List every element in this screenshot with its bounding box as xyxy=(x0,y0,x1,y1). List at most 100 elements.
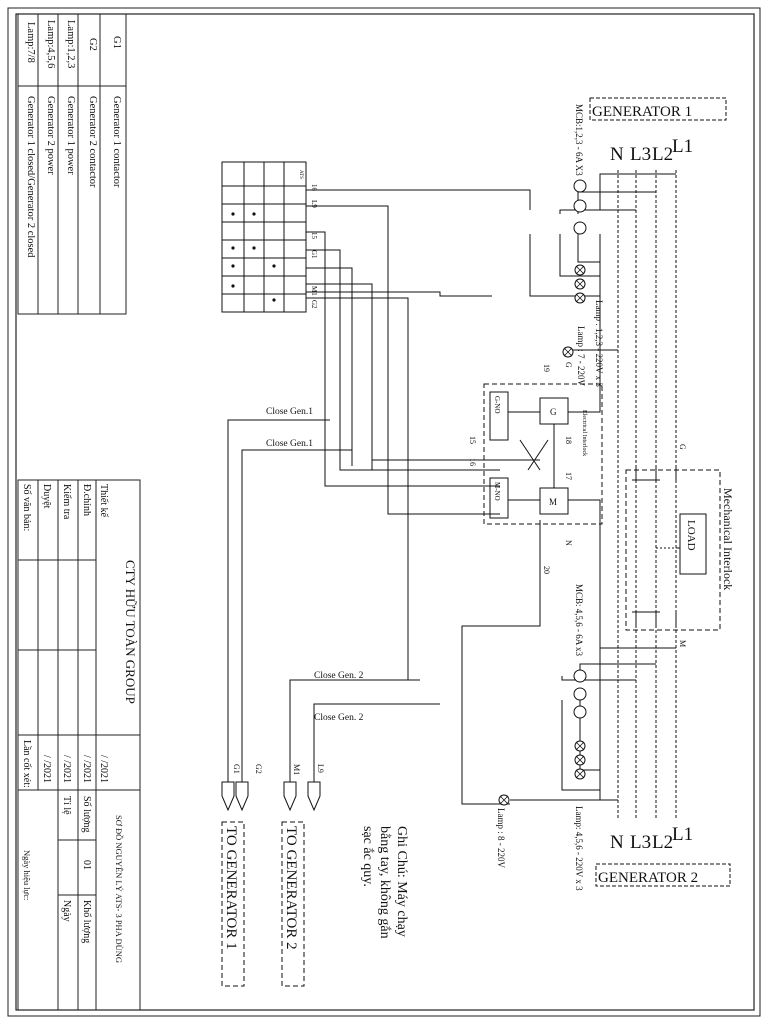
title-block: CTY HỮU TOÀN GROUP SƠ ĐỒ NGUYÊN LÝ ATS- … xyxy=(17,479,141,1011)
gen1-l3: L3 xyxy=(630,144,651,165)
wire-16-top: 16 xyxy=(310,184,318,192)
scale-label: Tỉ lệ xyxy=(61,796,72,815)
wire-19-label: 19 xyxy=(542,364,551,372)
note-line-2: bằng tay, không gắn xyxy=(377,826,392,939)
gen2-l1: L1 xyxy=(672,824,693,845)
interlock-wire-labels: 15 16 18 17 19 20 G N xyxy=(468,362,573,574)
legend-desc-lamp78: Generator 1 closed/Generator 2 closed xyxy=(25,96,36,258)
generator-2-header: GENERATOR 2 L1 L2 L3 N xyxy=(595,824,731,887)
lamp456-label: Lamp: 4,5,6 - 220V x 3 xyxy=(574,806,584,891)
lamp123-label: Lamp : 1,2,3 - 220V x 3 xyxy=(594,300,604,387)
generator-2-title: GENERATOR 2 xyxy=(598,870,698,886)
gen1-l2: L2 xyxy=(652,144,673,165)
to-generator-2: TO GENERATOR 2 xyxy=(283,826,299,950)
ats-terminal-block: ATS xyxy=(221,161,307,313)
row-check-date: / /2021 xyxy=(61,755,72,783)
load-label: LOAD xyxy=(685,520,697,551)
lamp7-label: Lamp : 7 - 220V xyxy=(576,326,586,386)
note-block: Ghi Chú: Máy chạy bằng tay, không gắn sạ… xyxy=(360,826,409,939)
lamp-crosses xyxy=(499,265,585,805)
electrical-interlock: G M G-NO M-NO Electrical Interlock xyxy=(483,296,603,700)
close-gen2-label-a: Close Gen. 2 xyxy=(314,671,364,681)
wire-n-label: N xyxy=(564,540,573,546)
power-wiring xyxy=(510,173,677,801)
mechanical-interlock-label: Mechanical Interlock xyxy=(721,488,735,590)
wire-15-interlock: 15 xyxy=(468,436,477,444)
row-check-label: Kiểm tra xyxy=(61,484,72,520)
coil-g: G xyxy=(550,407,557,417)
outer-frame xyxy=(7,7,761,1017)
qty-value: 01 xyxy=(81,860,92,870)
inner-frame xyxy=(15,13,755,1011)
legend-desc-g1: Generator 1 contactor xyxy=(111,96,122,188)
ats-header: ATS xyxy=(298,170,303,179)
gen2-l2: L2 xyxy=(652,832,673,853)
mechanical-interlock: LOAD Mechanical Interlock G M xyxy=(625,444,735,647)
company-name: CTY HỮU TOÀN GROUP xyxy=(123,560,138,704)
row-approve-date: / /2021 xyxy=(41,755,52,783)
generator-1-header: GENERATOR 1 L1 L2 L3 N xyxy=(589,97,727,165)
component-labels: MCB:1,2,3 - 6A X3 MCB: 4,5,6 - 6A x3 Lam… xyxy=(496,104,604,891)
wire-g1-term: G1 xyxy=(310,250,318,259)
close-gen2-label-b: Close Gen. 2 xyxy=(314,713,364,723)
row-adjust-label: Đ.chỉnh xyxy=(81,484,92,516)
wire-g-label: G xyxy=(564,362,573,368)
note-line-3: sạc ắc quy. xyxy=(360,826,375,887)
legend-key-lamp78: Lamp:7/8 xyxy=(25,22,36,63)
plug-m1-label: M1 xyxy=(292,764,301,775)
wire-m1-term: M1 xyxy=(310,286,318,296)
issue-label: Ngày hiệu lực: xyxy=(22,850,32,900)
legend-key-lamp123: Lamp:1,2,3 xyxy=(65,20,76,68)
row-approve-label: Duyệt xyxy=(41,484,52,509)
close-gen1-label-a: Close Gen.1 xyxy=(266,407,313,417)
pilot-lamps xyxy=(498,264,586,806)
m-no-contact: M-NO xyxy=(493,482,501,501)
gen1-l1: L1 xyxy=(672,136,693,157)
legend-key-lamp456: Lamp:4,5,6 xyxy=(45,20,56,68)
mcb-breakers xyxy=(573,179,587,719)
main-switch-g: G xyxy=(678,444,687,450)
coil-m: M xyxy=(549,497,557,507)
main-switch-m: M xyxy=(678,640,687,647)
legend-table: G1 Generator 1 contactor G2 Generator 2 … xyxy=(17,13,127,315)
date-label: Ngày xyxy=(61,900,72,922)
plug-l9-label: L9 xyxy=(316,764,325,773)
close-gen-labels: Close Gen.1 Close Gen.1 Close Gen. 2 Clo… xyxy=(266,407,364,723)
plug-labels: G1 G2 M1 L9 xyxy=(232,764,325,775)
legend-desc-lamp456: Generator 2 power xyxy=(45,96,56,175)
legend-key-g1: G1 xyxy=(111,36,122,49)
wire-18-label: 18 xyxy=(564,436,573,444)
row-adjust-date: / /2021 xyxy=(81,755,92,783)
wire-16-interlock: 16 xyxy=(468,458,477,466)
busbars xyxy=(617,170,677,820)
electrical-interlock-label: Electrical Interlock xyxy=(581,410,587,456)
control-wiring xyxy=(227,189,541,805)
gen2-l3: L3 xyxy=(630,832,651,853)
g-no-contact: G-NO xyxy=(493,396,501,414)
qty-label: Số lượng xyxy=(81,796,92,833)
row-design-date: / /2021 xyxy=(98,755,109,783)
wire-l9-top: L9 xyxy=(310,200,318,208)
to-generator-1: TO GENERATOR 1 xyxy=(223,826,239,950)
to-generator-boxes: TO GENERATOR 1 TO GENERATOR 2 xyxy=(221,821,305,987)
row-design-label: Thiết kế xyxy=(98,484,109,518)
sheet-label: Khổ lượng xyxy=(81,900,92,943)
plug-g1-label: G1 xyxy=(232,764,241,774)
wire-17-label: 17 xyxy=(564,472,573,480)
wire-g2-term: G2 xyxy=(310,300,318,309)
generator-1-title: GENERATOR 1 xyxy=(592,104,692,120)
wire-15-term: 15 xyxy=(310,232,318,240)
drawing-title: SƠ ĐỒ NGUYÊN LÝ ATS- 3 PHA DÙNG xyxy=(114,815,124,963)
legend-desc-lamp123: Generator 1 power xyxy=(65,96,76,175)
generator-plugs xyxy=(221,781,321,812)
mcb1-label: MCB:1,2,3 - 6A X3 xyxy=(574,104,584,176)
plug-g2-label: G2 xyxy=(254,764,263,774)
gen2-n: N xyxy=(610,832,624,853)
wire-20-label: 20 xyxy=(542,566,551,574)
row-revision-label: Lần cốt xét: xyxy=(21,740,32,788)
gen1-n: N xyxy=(610,144,624,165)
close-gen1-label-b: Close Gen.1 xyxy=(266,439,313,449)
row-docno-label: Số văn bản: xyxy=(21,484,32,531)
terminal-labels: 16 L9 15 G1 M1 G2 xyxy=(310,184,318,309)
